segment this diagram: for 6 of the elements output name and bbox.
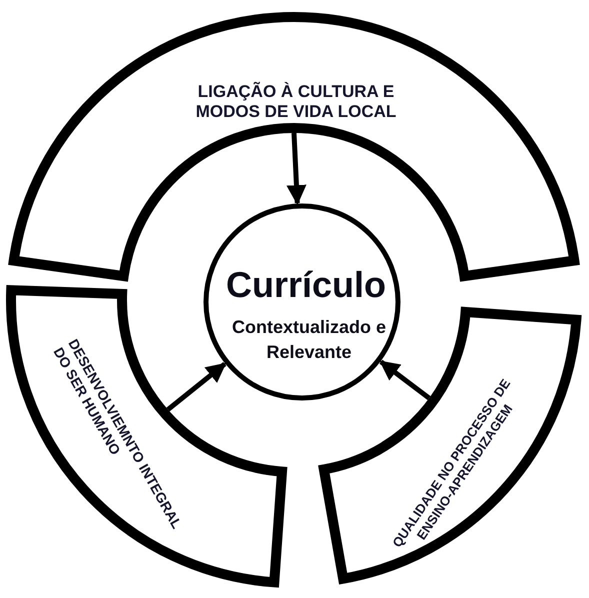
subtitle-text: Contextualizado e Relevante xyxy=(230,316,388,364)
arrow xyxy=(166,362,226,412)
arrow xyxy=(286,132,306,206)
arrow xyxy=(379,360,431,400)
segment-label: LIGAÇÃO À CULTURA E MODOS DE VIDA LOCAL xyxy=(194,82,398,123)
title-text: Currículo xyxy=(224,265,387,305)
